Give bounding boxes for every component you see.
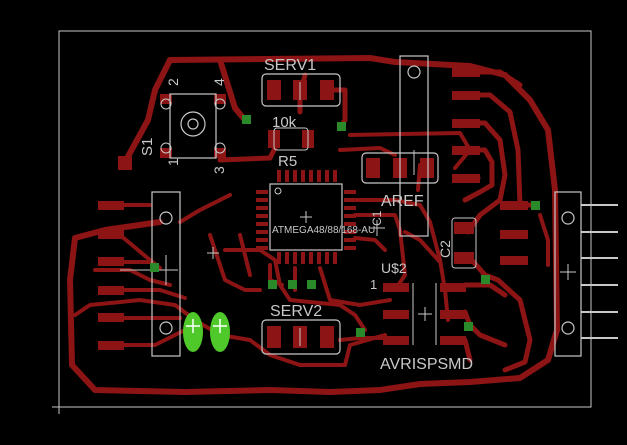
label-r-value: 10k xyxy=(272,114,297,131)
vias xyxy=(150,115,540,337)
label-u2-pin1: 1 xyxy=(370,277,377,292)
via xyxy=(307,280,316,289)
via xyxy=(242,115,251,124)
label-serv2: SERV2 xyxy=(270,303,322,320)
via xyxy=(356,328,365,337)
label-s1: S1 xyxy=(139,138,156,156)
label-r-name: R5 xyxy=(278,153,297,170)
silkscreen-outlines xyxy=(120,55,618,357)
board-outline xyxy=(58,30,592,408)
label-serv1: SERV1 xyxy=(264,57,316,74)
label-u2: U$2 xyxy=(381,260,407,276)
component-labels: SERV1 10k R5 S1 2 4 1 3 AREF C1 ATMEGA48… xyxy=(139,57,473,373)
label-c2: C2 xyxy=(437,240,453,258)
label-s1-pin2: 2 xyxy=(165,78,181,86)
via xyxy=(150,263,159,272)
crosshair-icon xyxy=(52,400,66,414)
via xyxy=(481,275,490,284)
label-c1: C1 xyxy=(370,210,384,226)
via xyxy=(268,280,277,289)
label-s1-pin1: 1 xyxy=(165,158,181,166)
mcu-chip[interactable] xyxy=(256,170,356,264)
via xyxy=(337,122,346,131)
label-aref: AREF xyxy=(381,193,424,210)
via xyxy=(531,201,540,210)
label-avrisp: AVRISPSMD xyxy=(380,356,473,373)
label-mcu: ATMEGA48/88/168-AU xyxy=(272,225,375,236)
via xyxy=(288,280,297,289)
via xyxy=(464,322,473,331)
label-s1-pin3: 3 xyxy=(211,166,227,174)
through-hole-pads xyxy=(183,312,230,352)
label-s1-pin4: 4 xyxy=(211,78,227,86)
